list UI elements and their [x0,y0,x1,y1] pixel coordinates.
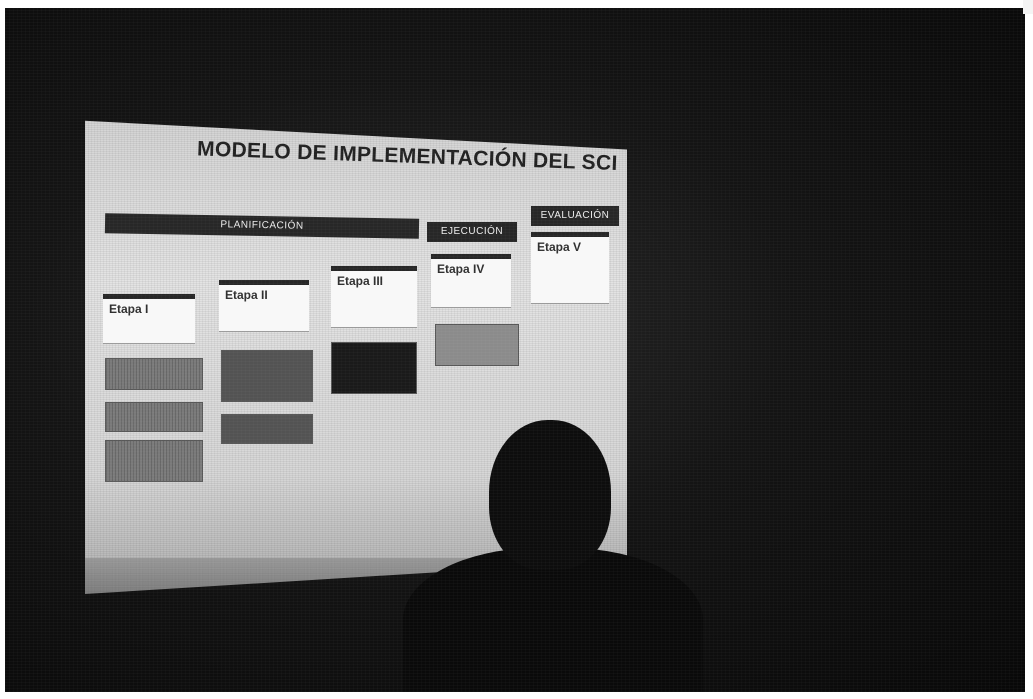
projection-screen: MODELO DE IMPLEMENTACIÓN DEL SCI PLANIFI… [85,120,627,594]
planificacion-box-1 [105,358,203,390]
planificacion-box-2 [105,402,203,432]
etapa-2-box-1 [221,350,313,402]
etapa-3-card: Etapa III [331,266,417,327]
etapa-3-box [331,342,417,394]
header-ejecucion: EJECUCIÓN [427,222,517,242]
etapa-4-card: Etapa IV [431,254,511,307]
person-silhouette-body [403,548,703,692]
etapa-5-label: Etapa V [537,240,582,254]
etapa-2-card: Etapa II [219,280,309,331]
planificacion-box-3 [105,440,203,482]
etapa-4-label: Etapa IV [437,262,485,276]
photo-frame: MODELO DE IMPLEMENTACIÓN DEL SCI PLANIFI… [5,8,1025,692]
header-planificacion: PLANIFICACIÓN [104,213,420,239]
etapa-4-box [435,324,519,366]
etapa-1-label: Etapa I [109,302,149,316]
etapa-2-box-2 [221,414,313,444]
corner-mark [1023,0,1033,14]
person-silhouette-head [489,420,611,570]
etapa-1-card: Etapa I [103,294,195,343]
etapa-5-card: Etapa V [531,232,609,303]
slide-title: MODELO DE IMPLEMENTACIÓN DEL SCI [196,137,618,176]
header-evaluacion: EVALUACIÓN [531,206,619,226]
etapa-3-label: Etapa III [337,274,384,288]
etapa-2-label: Etapa II [225,288,268,302]
